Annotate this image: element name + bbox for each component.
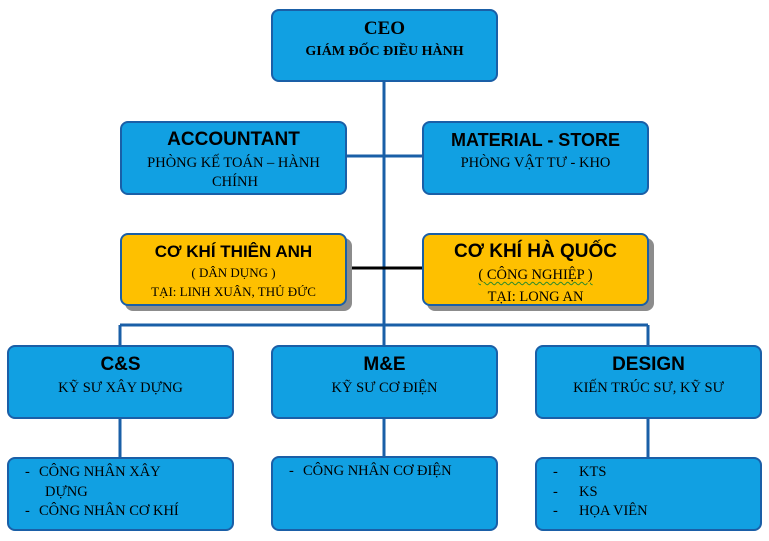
list-dash: - (25, 503, 30, 519)
me-workers-box: -CÔNG NHÂN CƠ ĐIỆN (271, 456, 498, 531)
me-box: M&E KỸ SƯ CƠ ĐIỆN (271, 345, 498, 419)
list-item: DỰNG (9, 483, 232, 503)
ha-quoc-location: TẠI: LONG AN (487, 289, 584, 305)
list-dash: - (553, 503, 558, 519)
me-title: M&E (363, 354, 406, 375)
design-box: DESIGN KIẾN TRÚC SƯ, KỸ SƯ (535, 345, 762, 419)
ceo-subtitle: GIÁM ĐỐC ĐIỀU HÀNH (305, 44, 464, 59)
design-title: DESIGN (612, 354, 685, 375)
me-workers-list: -CÔNG NHÂN CƠ ĐIỆN (273, 462, 496, 482)
cs-workers-list: -CÔNG NHÂN XÂY DỰNG -CÔNG NHÂN CƠ KHÍ (9, 463, 232, 522)
ha-quoc-title: CƠ KHÍ HÀ QUỐC (454, 241, 617, 262)
list-item: - KS (537, 483, 760, 503)
thien-anh-location: TẠI: LINH XUÂN, THỦ ĐỨC (151, 284, 316, 299)
cs-workers-box: -CÔNG NHÂN XÂY DỰNG -CÔNG NHÂN CƠ KHÍ (7, 457, 234, 531)
ceo-title: CEO (363, 18, 406, 39)
design-subtitle: KIẾN TRÚC SƯ, KỸ SƯ (573, 380, 724, 396)
design-staff-list: - KTS - KS - HỌA VIÊN (537, 463, 760, 522)
design-staff-box: - KTS - KS - HỌA VIÊN (535, 457, 762, 531)
accountant-box: ACCOUNTANT PHÒNG KẾ TOÁN – HÀNH CHÍNH (120, 121, 347, 195)
thien-anh-box: CƠ KHÍ THIÊN ANH ( DÂN DỤNG ) TẠI: LINH … (120, 233, 347, 306)
list-item-text: CÔNG NHÂN XÂY (39, 464, 161, 480)
material-title: MATERIAL - STORE (450, 130, 620, 150)
thien-anh-type: ( DÂN DỤNG ) (191, 265, 276, 280)
material-subtitle: PHÒNG VẬT TƯ - KHO (460, 155, 611, 171)
accountant-title: ACCOUNTANT (167, 129, 300, 150)
cs-box: C&S KỸ SƯ XÂY DỰNG (7, 345, 234, 419)
list-item: - KTS (537, 463, 760, 483)
list-dash: - (289, 463, 294, 479)
thien-anh-title: CƠ KHÍ THIÊN ANH (154, 242, 313, 261)
list-item-text: KS (579, 483, 598, 500)
cs-title: C&S (100, 354, 141, 375)
list-dash: - (553, 464, 558, 480)
ceo-box: CEO GIÁM ĐỐC ĐIỀU HÀNH (271, 9, 498, 82)
list-item: -CÔNG NHÂN XÂY (9, 463, 232, 483)
list-item: - HỌA VIÊN (537, 502, 760, 522)
list-item-text: DỰNG (45, 483, 88, 500)
list-dash: - (25, 464, 30, 480)
material-store-box: MATERIAL - STORE PHÒNG VẬT TƯ - KHO (422, 121, 649, 195)
list-item-text: KTS (579, 464, 607, 480)
cs-subtitle: KỸ SƯ XÂY DỰNG (58, 380, 183, 396)
list-item: -CÔNG NHÂN CƠ KHÍ (9, 502, 232, 522)
list-dash: - (553, 483, 558, 500)
ha-quoc-box: CƠ KHÍ HÀ QUỐC ( CÔNG NGHIỆP ) TẠI: LONG… (422, 233, 649, 306)
list-item-text: HỌA VIÊN (579, 503, 648, 519)
accountant-subtitle-1: PHÒNG KẾ TOÁN – HÀNH (147, 155, 320, 171)
list-item: -CÔNG NHÂN CƠ ĐIỆN (273, 462, 496, 482)
accountant-subtitle-2: CHÍNH (212, 174, 258, 190)
me-subtitle: KỸ SƯ CƠ ĐIỆN (331, 380, 438, 396)
list-item-text: CÔNG NHÂN CƠ ĐIỆN (303, 463, 452, 479)
list-item-text: CÔNG NHÂN CƠ KHÍ (39, 503, 179, 519)
ha-quoc-type: ( CÔNG NGHIỆP ) (478, 267, 593, 283)
